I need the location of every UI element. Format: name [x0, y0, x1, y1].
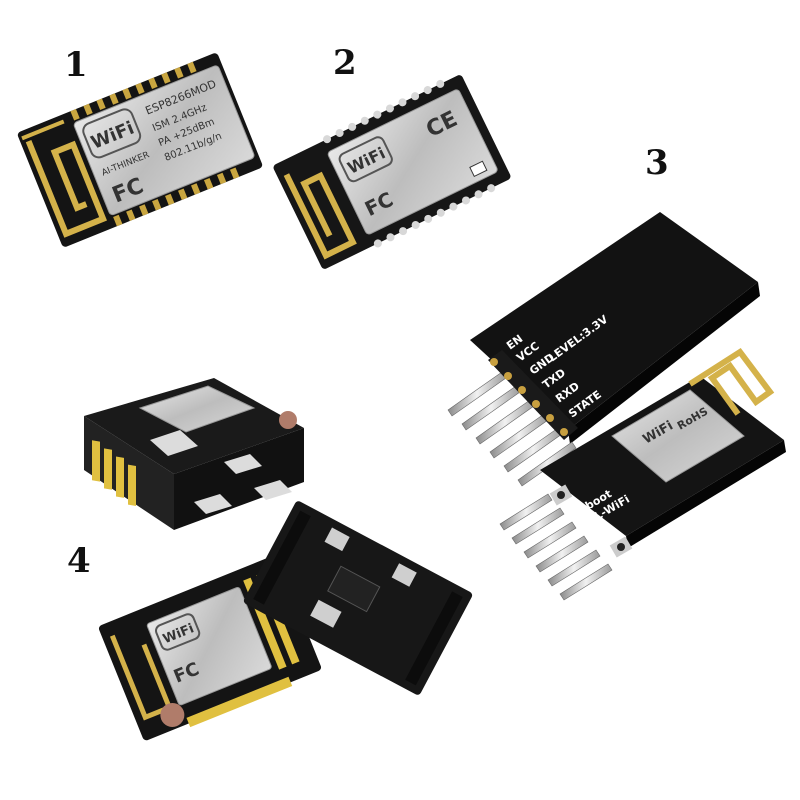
label-3: 3 [645, 143, 669, 183]
module-4-programmer [243, 501, 473, 695]
module-1-esp12: WiFi ESP8266MOD ISM 2.4GHz PA +25dBm 802… [17, 53, 263, 247]
label-2: 2 [333, 43, 357, 83]
module-4-stack [84, 378, 304, 530]
label-4: 4 [67, 541, 91, 581]
module-3-board-back: EN VCC GND TXD RXD STATE LEVEL:3.3V [447, 212, 760, 487]
module-3-board-front: WiFi RoHS boot TTL-WiFi [499, 347, 786, 601]
module-2-esp12: WiFi CE FC [273, 75, 511, 269]
label-1: 1 [64, 45, 88, 85]
